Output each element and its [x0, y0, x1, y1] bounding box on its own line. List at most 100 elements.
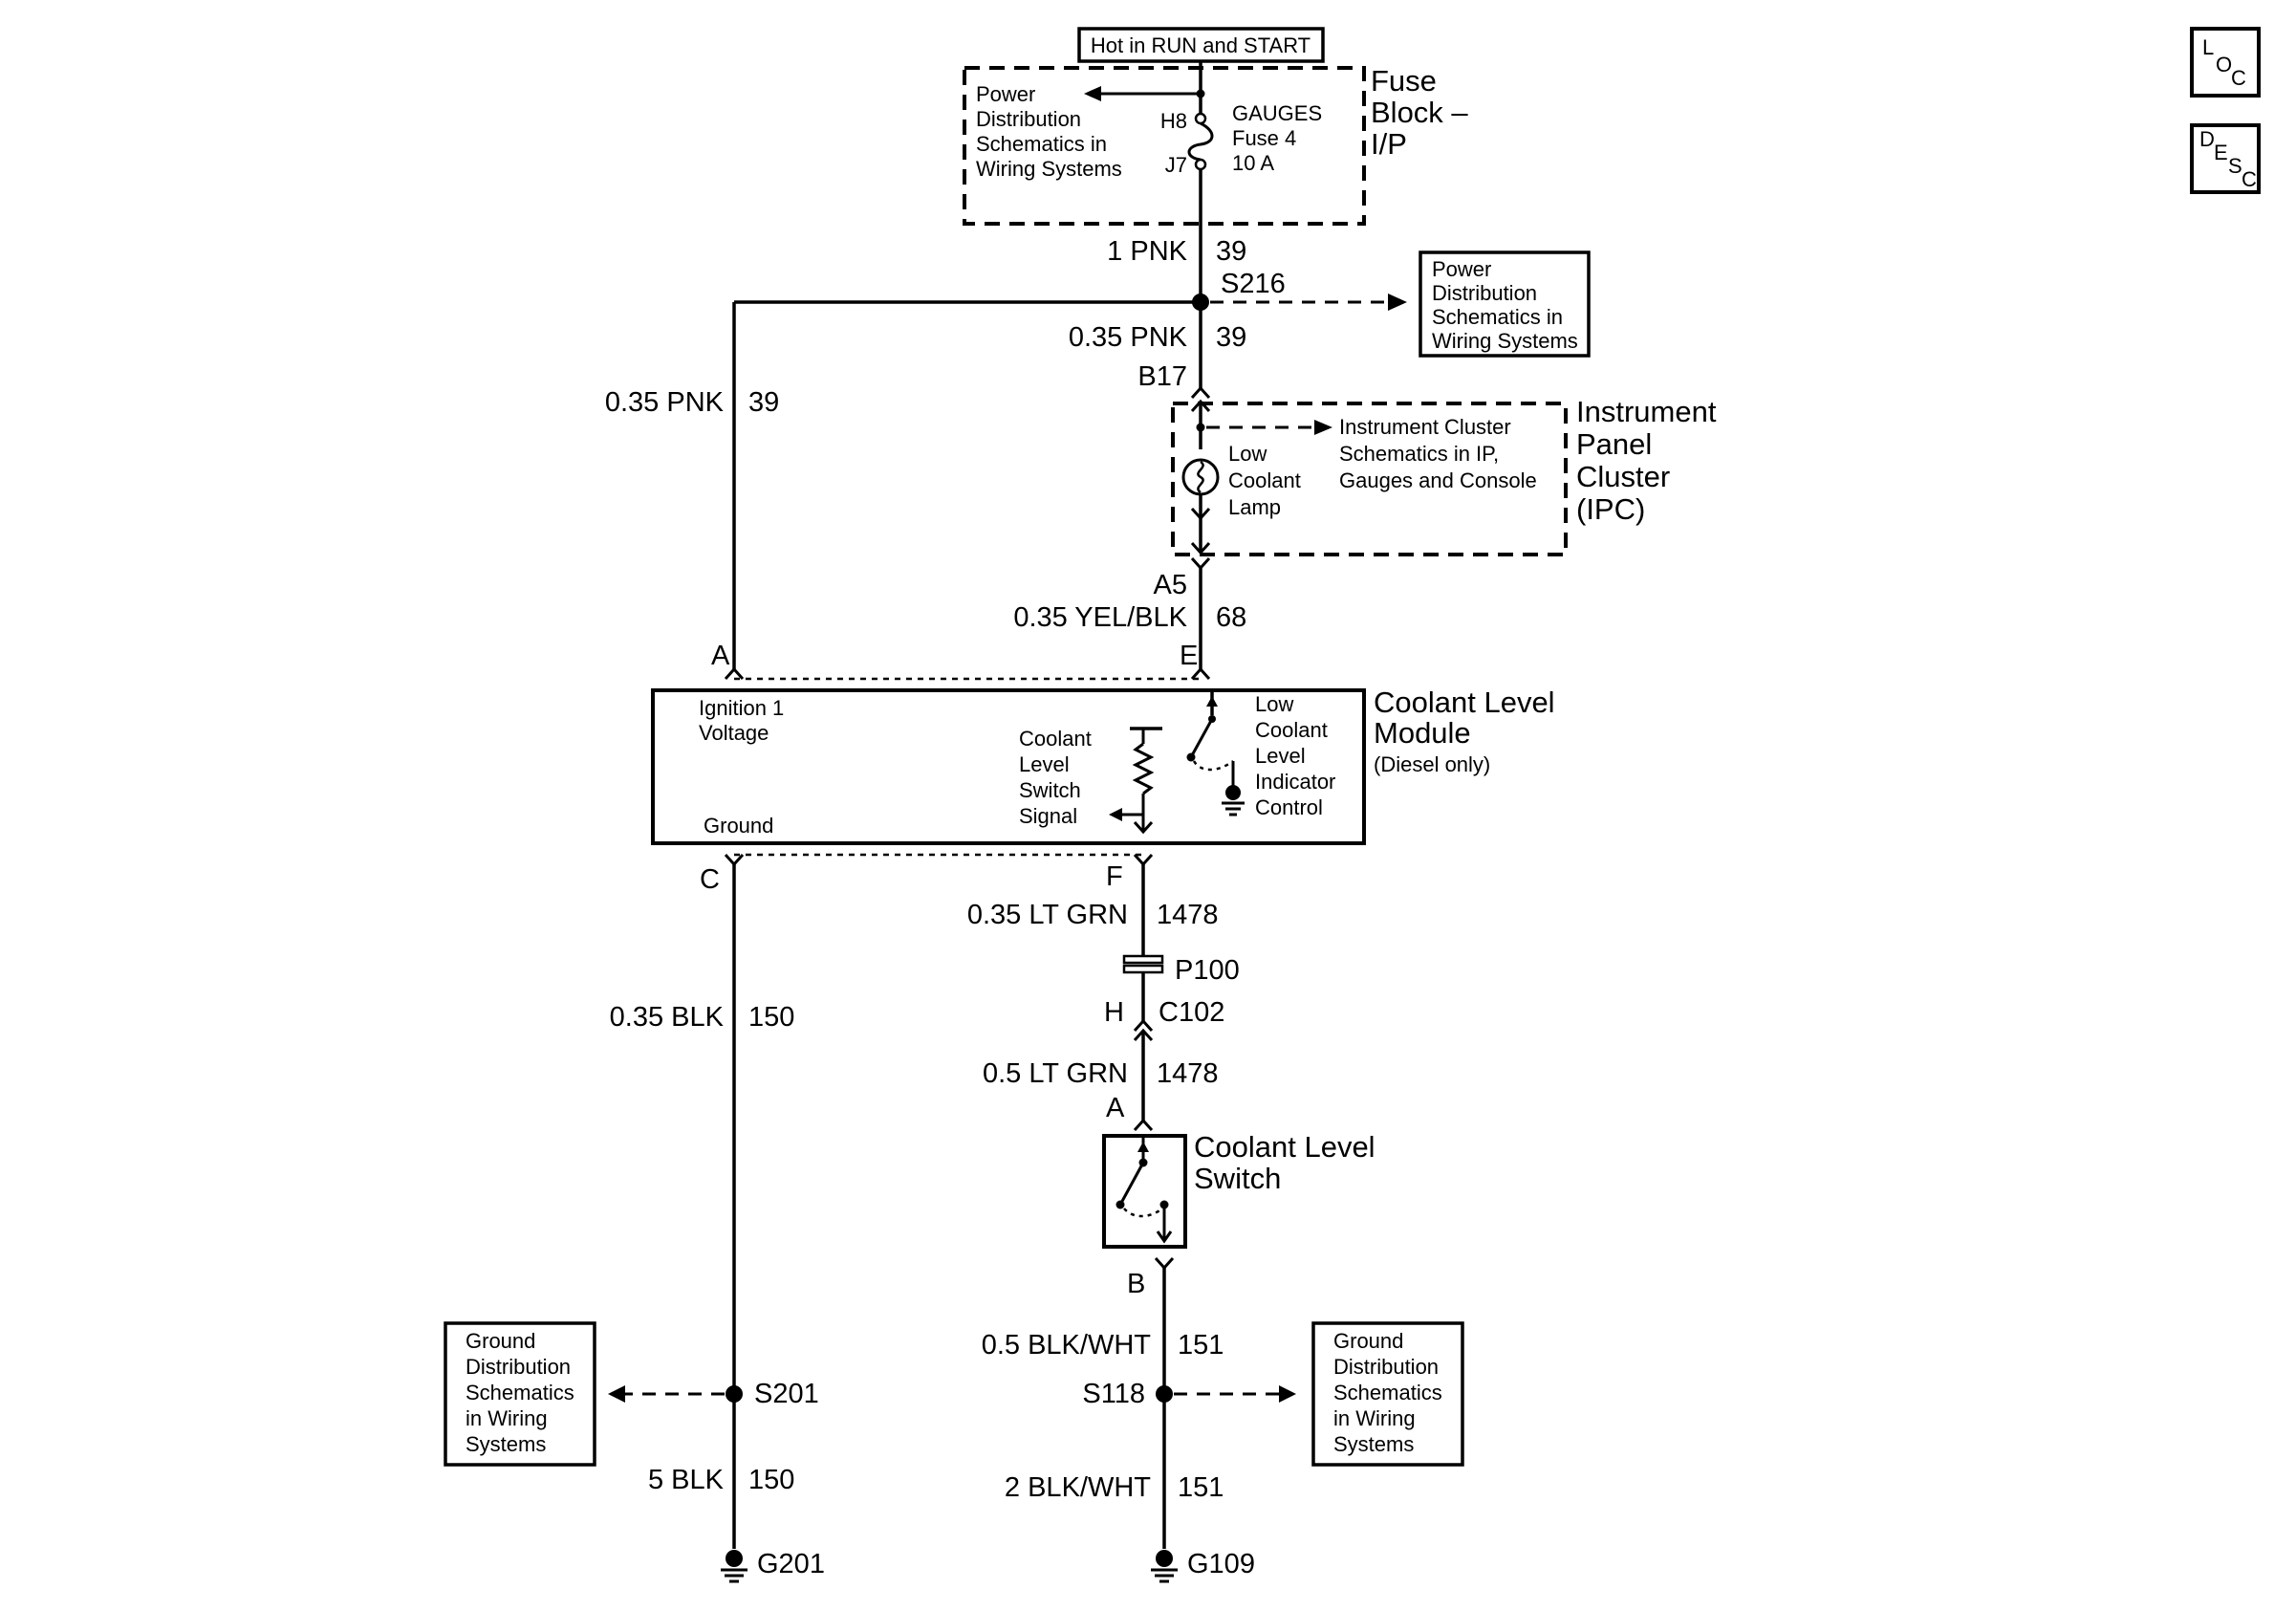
wire-ground-c-circuit: 150 [748, 1002, 794, 1033]
wire-to-ipc-circuit: 39 [1216, 322, 1246, 353]
svg-text:Distribution: Distribution [1333, 1355, 1439, 1379]
wire-switch-ground-gauge: 0.5 BLK/WHT [982, 1330, 1152, 1361]
svg-text:Level: Level [1255, 744, 1306, 768]
wire-to-module-a-circuit: 39 [748, 387, 779, 418]
module-pin-c: C [700, 864, 720, 895]
splice-s118 [1156, 1385, 1173, 1403]
ipc-pin-b17: B17 [1137, 361, 1187, 392]
wire-g201-circuit: 150 [748, 1465, 794, 1495]
s118-ref-arrow [1279, 1385, 1296, 1403]
svg-text:Fuse 4: Fuse 4 [1232, 126, 1296, 150]
s216-power-ref-box[interactable] [1419, 250, 1591, 358]
svg-text:Schematics: Schematics [1333, 1381, 1442, 1404]
switch-pin-b: B [1127, 1269, 1145, 1299]
svg-text:Systems: Systems [466, 1432, 546, 1456]
connector-c102-label: C102 [1159, 997, 1224, 1028]
loc-button[interactable]: L O C [2190, 27, 2261, 98]
s201-ground-ref: Ground Distribution Schematics in Wiring… [466, 1329, 574, 1456]
svg-text:D: D [2199, 127, 2215, 151]
fuse-pin-h8-label: H8 [1160, 109, 1187, 133]
ground-g201-symbol [721, 1568, 747, 1583]
s216-power-ref: Power Distribution Schematics in Wiring … [1432, 257, 1578, 353]
s216-ref-arrow [1388, 294, 1407, 311]
svg-text:Ignition 1: Ignition 1 [699, 696, 784, 720]
wire-g109-circuit: 151 [1178, 1472, 1224, 1503]
power-ref-arrow [1084, 86, 1101, 101]
svg-text:Switch: Switch [1019, 778, 1081, 802]
svg-text:Voltage: Voltage [699, 721, 769, 745]
module-ground-label: Ground [704, 814, 773, 838]
module-signal-label: Coolant Level Switch Signal [1019, 727, 1092, 828]
ipc-schematics-ref[interactable]: Instrument Cluster Schematics in IP, Gau… [1339, 415, 1537, 492]
svg-text:I/P: I/P [1371, 127, 1407, 161]
fuse-pin-h8 [1194, 112, 1207, 125]
svg-text:Switch: Switch [1194, 1162, 1281, 1195]
svg-text:Instrument: Instrument [1576, 395, 1717, 428]
svg-text:Indicator: Indicator [1255, 770, 1335, 794]
wire-signal-switch-circuit: 1478 [1157, 1058, 1219, 1089]
svg-text:Fuse: Fuse [1371, 64, 1437, 98]
fuse-block-power-ref[interactable]: Power Distribution Schematics in Wiring … [976, 82, 1122, 181]
svg-text:Schematics in IP,: Schematics in IP, [1339, 442, 1499, 466]
svg-text:in Wiring: in Wiring [466, 1406, 548, 1430]
connector-p100-label: P100 [1175, 955, 1240, 986]
svg-text:Distribution: Distribution [466, 1355, 571, 1379]
fuse-block-title: Fuse Block – I/P [1371, 64, 1468, 161]
svg-text:Coolant: Coolant [1228, 468, 1301, 492]
source-label: Hot in RUN and START [1091, 33, 1310, 57]
wire-switch-ground-circuit: 151 [1178, 1330, 1224, 1361]
svg-text:Systems: Systems [1333, 1432, 1414, 1456]
svg-text:Signal: Signal [1019, 804, 1077, 828]
svg-text:Ground: Ground [466, 1329, 535, 1353]
low-coolant-lamp-label: Low Coolant Lamp [1228, 442, 1301, 519]
fuse-symbol [1187, 121, 1214, 162]
wire-fuse-out-circuit: 39 [1216, 236, 1246, 267]
svg-text:Low: Low [1255, 692, 1293, 716]
wire-signal-f-gauge: 0.35 LT GRN [967, 900, 1128, 930]
svg-text:Instrument Cluster: Instrument Cluster [1339, 415, 1511, 439]
svg-text:Wiring Systems: Wiring Systems [1432, 329, 1578, 353]
svg-text:(Diesel only): (Diesel only) [1374, 752, 1490, 776]
s118-ground-ref-box[interactable] [1311, 1321, 1464, 1467]
svg-text:L: L [2202, 35, 2214, 59]
svg-text:Cluster: Cluster [1576, 460, 1670, 493]
s201-ground-ref-box[interactable] [444, 1321, 596, 1467]
wire-g201-gauge: 5 BLK [648, 1465, 725, 1495]
coolant-switch-contact [1118, 1162, 1145, 1206]
desc-button[interactable]: D E S C [2190, 123, 2261, 194]
svg-text:O: O [2216, 53, 2232, 76]
module-pin-f: F [1106, 861, 1123, 892]
wire-ground-c-gauge: 0.35 BLK [610, 1002, 725, 1033]
ground-g201-label: G201 [757, 1549, 825, 1579]
splice-s216-label: S216 [1221, 269, 1286, 299]
svg-text:C: C [2231, 66, 2246, 90]
svg-text:in Wiring: in Wiring [1333, 1406, 1416, 1430]
svg-text:Gauges and Console: Gauges and Console [1339, 468, 1537, 492]
svg-text:Schematics in: Schematics in [976, 132, 1107, 156]
wire-to-module-a-gauge: 0.35 PNK [605, 387, 725, 418]
ipc-pin-a5: A5 [1154, 570, 1187, 600]
splice-s201-label: S201 [754, 1379, 819, 1409]
svg-text:Coolant: Coolant [1255, 718, 1328, 742]
coolant-level-module [651, 688, 1366, 845]
splice-s201 [726, 1385, 743, 1403]
svg-text:Distribution: Distribution [1432, 281, 1537, 305]
module-pin-a: A [711, 641, 730, 671]
svg-text:Lamp: Lamp [1228, 495, 1281, 519]
signal-arrow [1109, 808, 1122, 821]
wire-to-ipc-gauge: 0.35 PNK [1069, 322, 1188, 353]
svg-text:Control: Control [1255, 795, 1323, 819]
s118-ground-ref: Ground Distribution Schematics in Wiring… [1333, 1329, 1442, 1456]
module-control-label: Low Coolant Level Indicator Control [1255, 692, 1335, 819]
wire-g109-gauge: 2 BLK/WHT [1005, 1472, 1151, 1503]
svg-text:Coolant Level: Coolant Level [1374, 686, 1555, 719]
wire-signal-switch-gauge: 0.5 LT GRN [983, 1058, 1128, 1089]
svg-text:Ground: Ground [1333, 1329, 1403, 1353]
svg-text:10 A: 10 A [1232, 151, 1274, 175]
pullup-resistor [1132, 742, 1155, 795]
ground-g109-symbol [1151, 1568, 1178, 1583]
svg-text:Panel: Panel [1576, 427, 1652, 461]
svg-text:Coolant Level: Coolant Level [1194, 1130, 1375, 1164]
svg-text:(IPC): (IPC) [1576, 492, 1645, 526]
